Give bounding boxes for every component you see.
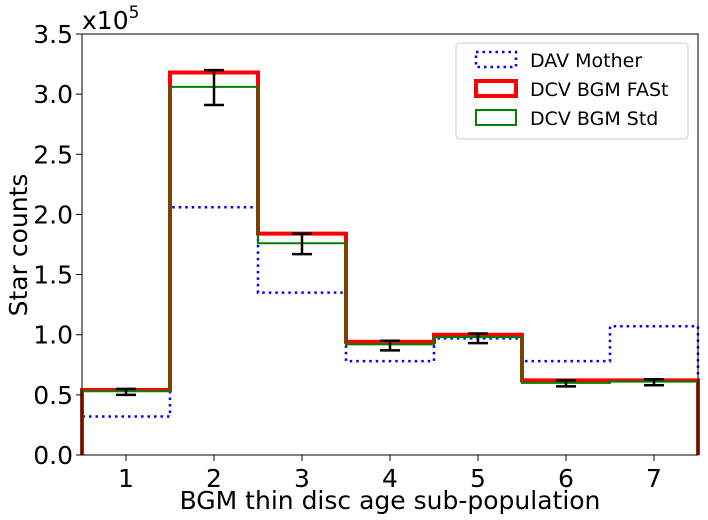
x-tick-label: 2 xyxy=(206,464,222,493)
x-tick-label: 4 xyxy=(382,464,398,493)
series-line-dav-mother xyxy=(80,205,700,455)
legend-label-dav-mother: DAV Mother xyxy=(530,50,642,72)
x-tick-label: 6 xyxy=(558,464,574,493)
x-tick-label: 3 xyxy=(294,464,310,493)
y-tick-label: 0.0 xyxy=(33,441,73,470)
x-axis-label: BGM thin disc age sub-population xyxy=(180,486,601,515)
y-tick-label: 2.0 xyxy=(33,200,73,229)
error-bar xyxy=(468,332,488,345)
y-tick-label: 0.5 xyxy=(33,381,73,410)
legend: DAV Mother DCV BGM FASt DCV BGM Std xyxy=(455,42,689,140)
x-tick-label: 5 xyxy=(470,464,486,493)
legend-label-dcv-bgm-fast: DCV BGM FASt xyxy=(530,79,668,101)
error-bar xyxy=(556,379,576,388)
y-tick-label: 3.5 xyxy=(33,20,73,49)
plot-area xyxy=(80,68,700,455)
legend-swatch-dav-mother xyxy=(474,50,518,69)
scale-exponent: 5 xyxy=(129,3,140,23)
x-tick-label: 7 xyxy=(646,464,662,493)
legend-swatch-dcv-bgm-std xyxy=(475,109,517,126)
error-bar xyxy=(644,377,664,387)
x-axis-ticks: 1 2 3 4 5 6 7 xyxy=(118,455,662,493)
legend-swatch-dcv-bgm-fast xyxy=(474,79,518,98)
error-bar xyxy=(292,232,312,256)
y-axis-ticks: 0.0 0.5 1.0 1.5 2.0 2.5 3.0 3.5 xyxy=(33,20,82,470)
legend-box xyxy=(455,42,689,140)
x-tick-label: 1 xyxy=(118,464,134,493)
series-line-dcv-bgm-std xyxy=(81,85,699,455)
error-bar xyxy=(116,387,136,397)
y-tick-label: 1.0 xyxy=(33,321,73,350)
legend-label-dcv-bgm-std: DCV BGM Std xyxy=(530,108,658,130)
error-bar xyxy=(380,339,400,352)
y-tick-label: 1.5 xyxy=(33,261,73,290)
scale-label: x105 xyxy=(82,3,139,35)
y-tick-label: 3.0 xyxy=(33,80,73,109)
y-tick-label: 2.5 xyxy=(33,140,73,169)
y-axis-label: Star counts xyxy=(4,174,33,317)
error-bar xyxy=(204,68,224,107)
